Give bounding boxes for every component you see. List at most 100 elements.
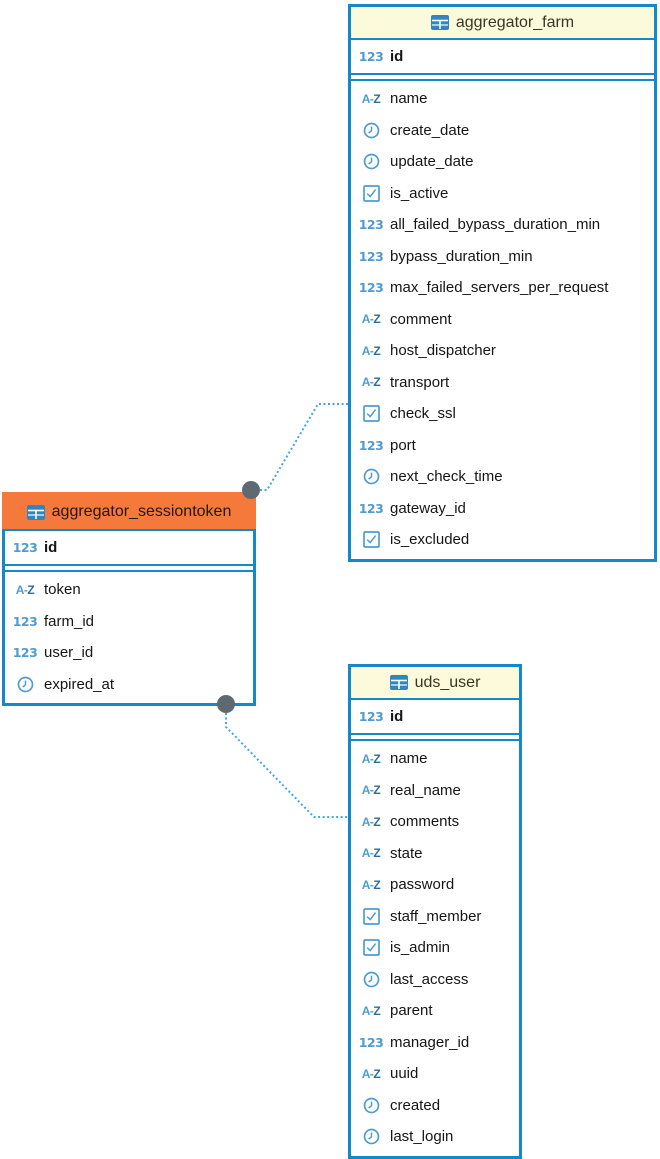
- clock-icon: [359, 153, 383, 170]
- column-farm_id[interactable]: 123 farm_id: [5, 606, 253, 638]
- entity-title: aggregator_sessiontoken: [51, 503, 232, 520]
- column-name: comments: [390, 813, 460, 831]
- column-port[interactable]: 123 port: [351, 430, 654, 462]
- text-az-icon: A-Z: [361, 1066, 381, 1081]
- column-uuid[interactable]: A-Z uuid: [351, 1058, 519, 1090]
- column-gateway_id[interactable]: 123 gateway_id: [351, 493, 654, 525]
- checkbox-icon: [359, 184, 383, 202]
- column-update_date[interactable]: update_date: [351, 146, 654, 178]
- text-az-icon: A-Z: [361, 846, 381, 861]
- column-name: is_admin: [390, 939, 451, 957]
- column-name: bypass_duration_min: [390, 247, 533, 265]
- numeric-123-icon: 123: [358, 1034, 384, 1050]
- column-created[interactable]: created: [351, 1090, 519, 1122]
- clock-icon: [359, 1097, 383, 1114]
- relation-line-sessiontoken-farm[interactable]: [251, 403, 348, 491]
- column-name: all_failed_bypass_duration_min: [390, 216, 601, 234]
- column-name: expired_at: [44, 675, 115, 693]
- text-az-icon: A-Z: [361, 877, 381, 892]
- text-az-icon: A-Z: [361, 751, 381, 766]
- numeric-123-icon: 123: [12, 613, 38, 629]
- text-az-icon: A-Z: [361, 312, 381, 327]
- numeric-123-icon: 123: [12, 539, 38, 555]
- relation-line-sessiontoken-user[interactable]: [225, 704, 348, 818]
- column-is_excluded[interactable]: is_excluded: [351, 524, 654, 556]
- entity-header[interactable]: aggregator_sessiontoken: [2, 492, 256, 531]
- clock-icon: [359, 468, 383, 485]
- checkbox-icon: [359, 531, 383, 549]
- entity-title: aggregator_farm: [455, 13, 575, 31]
- column-name: gateway_id: [390, 499, 466, 517]
- column-max_failed_servers_per_request[interactable]: 123 max_failed_servers_per_request: [351, 272, 654, 304]
- text-az-icon: A-Z: [361, 814, 381, 829]
- entity-header[interactable]: aggregator_farm: [351, 7, 654, 40]
- column-state[interactable]: A-Z state: [351, 838, 519, 870]
- table-icon: [26, 504, 45, 520]
- column-name: max_failed_servers_per_request: [390, 279, 609, 297]
- column-is_active[interactable]: is_active: [351, 178, 654, 210]
- numeric-123-icon: 123: [358, 280, 384, 296]
- column-name: update_date: [390, 153, 474, 171]
- column-comments[interactable]: A-Z comments: [351, 806, 519, 838]
- column-last_access[interactable]: last_access: [351, 964, 519, 996]
- column-next_check_time[interactable]: next_check_time: [351, 461, 654, 493]
- column-name: farm_id: [44, 612, 95, 630]
- column-name: id: [390, 47, 404, 65]
- text-az-icon: A-Z: [361, 343, 381, 358]
- column-name: last_login: [390, 1128, 454, 1146]
- column-expired_at[interactable]: expired_at: [5, 669, 253, 701]
- clock-icon: [359, 122, 383, 139]
- column-comment[interactable]: A-Z comment: [351, 304, 654, 336]
- column-name: port: [390, 436, 416, 454]
- numeric-123-icon: 123: [358, 248, 384, 264]
- column-name: next_check_time: [390, 468, 503, 486]
- column-name: created: [390, 1096, 441, 1114]
- column-name: staff_member: [390, 907, 482, 925]
- column-name: state: [390, 844, 423, 862]
- column-create_date[interactable]: create_date: [351, 115, 654, 147]
- column-name: id: [390, 707, 404, 725]
- column-name: comment: [390, 310, 452, 328]
- column-name: uuid: [390, 1065, 419, 1083]
- column-is_admin[interactable]: is_admin: [351, 932, 519, 964]
- column-staff_member[interactable]: staff_member: [351, 901, 519, 933]
- column-last_login[interactable]: last_login: [351, 1121, 519, 1153]
- column-name: is_active: [390, 184, 449, 202]
- column-name: password: [390, 876, 455, 894]
- column-name: real_name: [390, 781, 461, 799]
- entity-header[interactable]: uds_user: [351, 667, 519, 700]
- clock-icon: [359, 971, 383, 988]
- clock-icon: [13, 676, 37, 693]
- clock-icon: [359, 1128, 383, 1145]
- column-name: check_ssl: [390, 405, 456, 423]
- numeric-123-icon: 123: [358, 437, 384, 453]
- numeric-123-icon: 123: [358, 500, 384, 516]
- checkbox-icon: [359, 907, 383, 925]
- column-password[interactable]: A-Z password: [351, 869, 519, 901]
- column-bypass_duration_min[interactable]: 123 bypass_duration_min: [351, 241, 654, 273]
- column-check_ssl[interactable]: check_ssl: [351, 398, 654, 430]
- column-name: name: [390, 90, 428, 108]
